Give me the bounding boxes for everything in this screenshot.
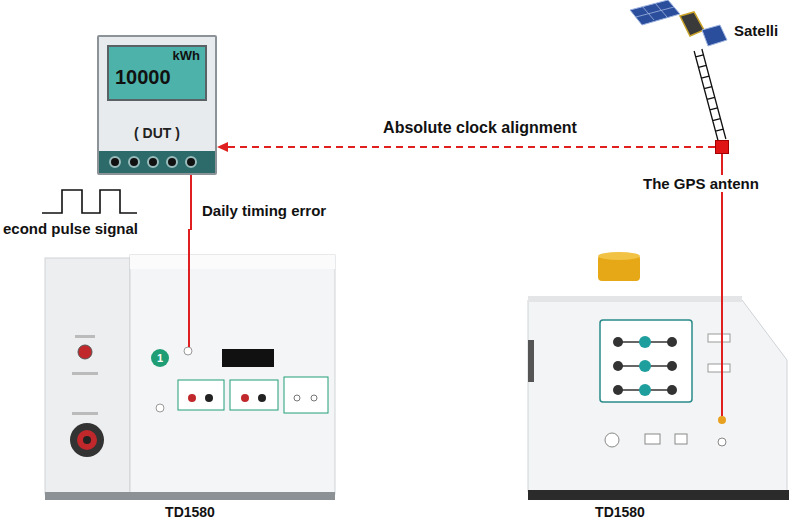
- callout-number: 1: [157, 352, 163, 365]
- terminal: [294, 395, 300, 401]
- terminal-strip: [99, 151, 215, 173]
- terminal: [667, 337, 677, 347]
- signal-label: econd pulse signal: [3, 220, 138, 237]
- terminal: [667, 385, 677, 395]
- terminal-block: [284, 377, 328, 413]
- terminal-block: [178, 380, 224, 410]
- unit-text: kWh: [173, 49, 200, 64]
- connector: [694, 49, 726, 141]
- device-body: [528, 300, 787, 492]
- lcd-screen: kWh10000: [107, 45, 207, 101]
- small-socket: [605, 433, 619, 447]
- pulse-wave: [42, 190, 137, 213]
- panel-grid: [636, 3, 674, 20]
- terminal-panel: [600, 320, 692, 402]
- device-grip: [528, 340, 534, 382]
- arrow-head: [217, 142, 228, 152]
- reading-text: 10000: [115, 66, 171, 89]
- dut-label: ( DUT ): [134, 125, 180, 141]
- device-side-module: [45, 258, 130, 494]
- callout-circle: [639, 336, 651, 348]
- device-base: [528, 490, 789, 500]
- device-top-edge: [528, 296, 742, 302]
- panel-mark: [72, 412, 98, 415]
- connector-line: [721, 154, 723, 250]
- right-device: [528, 249, 789, 500]
- panel-mark: [75, 335, 95, 338]
- terminal: [613, 337, 623, 347]
- antenna-cable: [721, 249, 723, 416]
- pulse-wire: [188, 229, 190, 347]
- terminal-hole: [166, 156, 178, 168]
- power-socket-pin: [83, 436, 91, 444]
- device-node: TD1580: [45, 230, 335, 522]
- antenna-port: [718, 416, 726, 424]
- yellow-knob-top: [598, 252, 640, 260]
- device-main-module: [130, 255, 335, 494]
- terminal: [188, 394, 196, 402]
- display: [222, 349, 274, 367]
- signal-beam: [694, 49, 726, 141]
- satellite-label: Satelli: [734, 22, 778, 39]
- terminal: [205, 394, 213, 402]
- port: [708, 364, 730, 372]
- terminal: [241, 394, 249, 402]
- port: [645, 434, 660, 444]
- terminal: [667, 361, 677, 371]
- power-socket: [70, 423, 104, 457]
- device-base: [45, 492, 335, 500]
- edge-label: Daily timing error: [200, 202, 328, 219]
- antenna-label: The GPS antenn: [641, 175, 761, 192]
- device-label: TD1580: [595, 504, 645, 520]
- small-port: [156, 404, 164, 412]
- ground-terminal: [718, 438, 726, 446]
- connector: [191, 175, 192, 230]
- pulse-port: [184, 347, 192, 355]
- satellite-node: Satelli: [628, 0, 728, 50]
- meter-box: kWh10000 ( DUT ): [97, 35, 217, 175]
- terminal-hole: [147, 156, 159, 168]
- terminal-hole: [185, 156, 197, 168]
- terminal: [311, 395, 317, 401]
- terminal: [258, 394, 266, 402]
- port: [675, 434, 687, 444]
- satellite-body: [680, 12, 704, 36]
- antenna-node: The GPS antenn: [715, 140, 729, 154]
- red-knob: [78, 345, 92, 359]
- connector-line: [190, 175, 192, 230]
- terminal-hole: [109, 156, 121, 168]
- callout-circle: [639, 384, 651, 396]
- callout-circle: [639, 360, 651, 372]
- connector: [722, 154, 723, 250]
- edge-label: Absolute clock alignment: [381, 119, 579, 137]
- callout-circle: [151, 349, 169, 367]
- terminal-hole: [128, 156, 140, 168]
- connector-line: [226, 146, 715, 148]
- panel-mark: [72, 372, 98, 375]
- connector: [217, 142, 715, 152]
- left-device: [45, 229, 335, 500]
- device-label: TD1580: [165, 504, 215, 520]
- solar-panel: [630, 0, 680, 25]
- terminal: [613, 361, 623, 371]
- solar-panel: [702, 25, 727, 46]
- device-node: TD1580: [525, 250, 789, 522]
- device-top-edge: [130, 255, 335, 269]
- power-socket-inner: [77, 430, 97, 450]
- terminal-block: [230, 380, 278, 410]
- port: [708, 334, 730, 342]
- satellite-icon: [628, 0, 728, 50]
- terminal: [613, 385, 623, 395]
